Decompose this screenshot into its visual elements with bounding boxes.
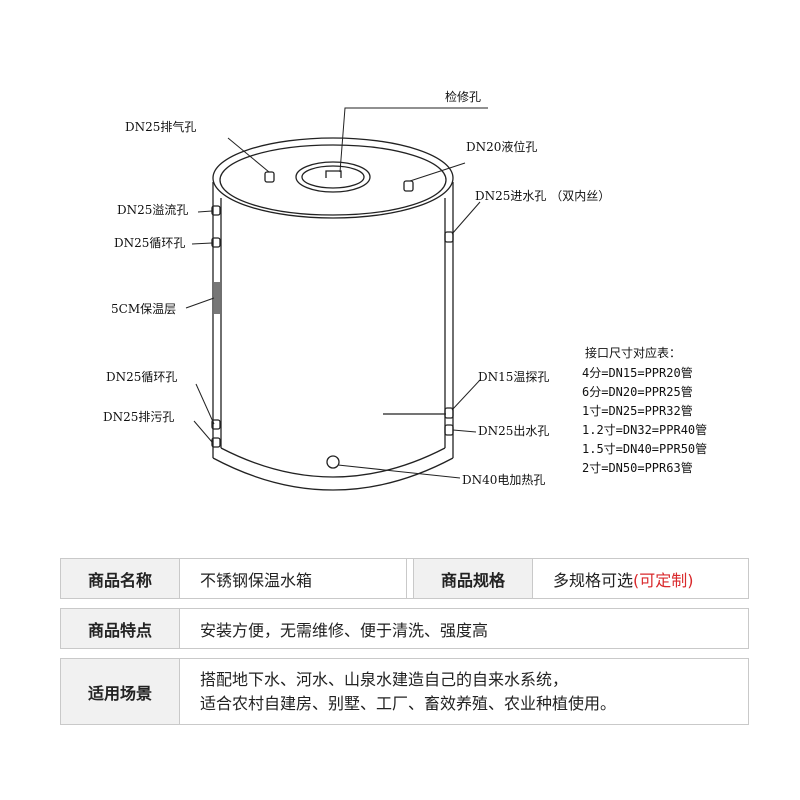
product-name-value: 不锈钢保温水箱: [200, 570, 313, 590]
product-spec-label: 商品规格: [414, 559, 533, 598]
label-heater-hole: DN40电加热孔: [462, 473, 545, 487]
leader-drain: [193, 420, 213, 443]
leader-heater: [337, 464, 461, 479]
size-table: 接口尺寸对应表： 4分=DN15=PPR20管 6分=DN20=PPR25管 1…: [582, 345, 707, 475]
leader-level: [409, 162, 466, 182]
label-temp-probe-hole: DN15温探孔: [478, 370, 549, 384]
product-features-label: 商品特点: [61, 609, 180, 648]
temp-probe-fitting: [444, 407, 454, 419]
product-features-value: 安装方便，无需维修、便于清洗、强度高: [200, 620, 489, 640]
drain-fitting: [211, 437, 221, 448]
vent-fitting: [264, 171, 275, 183]
spec-row-scenarios: 适用场景 搭配地下水、河水、山泉水建造自己的自来水系统， 适合农村自建房、别墅、…: [60, 658, 749, 725]
manhole-outer: [295, 161, 371, 193]
insulation-marker: [214, 282, 220, 314]
level-fitting: [403, 180, 414, 192]
label-outlet-hole: DN25出水孔: [478, 424, 549, 438]
leader-temp-probe: [451, 379, 481, 411]
water-tank-diagram: 检修孔 DN25排气孔 DN20液位孔 DN25溢流孔 DN25进水孔 （双内丝…: [103, 89, 707, 491]
size-table-row: 4分=DN15=PPR20管: [582, 365, 693, 380]
usage-scenario-line: 搭配地下水、河水、山泉水建造自己的自来水系统，: [200, 669, 569, 689]
label-vent-hole: DN25排气孔: [125, 119, 196, 134]
label-level-hole: DN20液位孔: [466, 139, 537, 154]
leader-insulation: [185, 297, 215, 309]
product-spec-value: 多规格可选(可定制): [533, 559, 748, 598]
label-inspection-hole: 检修孔: [445, 89, 481, 104]
heater-fitting: [326, 455, 340, 469]
usage-scenario-label: 适用场景: [61, 659, 180, 724]
leader-vent: [227, 137, 270, 173]
size-table-row: 1.2寸=DN32=PPR40管: [582, 422, 707, 437]
leader-inspection: [339, 107, 488, 173]
leader-inlet: [451, 201, 481, 235]
tank-bottom-outer: [212, 457, 454, 491]
leader-circulation-bottom: [195, 383, 215, 425]
label-overflow-hole: DN25溢流孔: [117, 203, 188, 217]
size-table-row: 1寸=DN25=PPR32管: [582, 403, 693, 418]
size-table-row: 1.5寸=DN40=PPR50管: [582, 441, 707, 456]
label-circulation-hole-top: DN25循环孔: [114, 236, 185, 250]
label-insulation-layer: 5CM保温层: [111, 302, 176, 316]
tank-bottom-inner: [220, 447, 446, 478]
spec-row-features: 商品特点 安装方便，无需维修、便于清洗、强度高: [60, 608, 749, 649]
inlet-fitting: [444, 231, 454, 243]
label-inlet-hole: DN25进水孔 （双内丝）: [475, 189, 610, 203]
spec-row-name-spec: 商品名称 不锈钢保温水箱 商品规格 多规格可选(可定制): [60, 558, 749, 599]
product-spec-main: 多规格可选: [553, 570, 634, 590]
tank-top-outer: [212, 137, 454, 219]
leader-overflow: [197, 210, 213, 213]
usage-scenario-value: 搭配地下水、河水、山泉水建造自己的自来水系统， 适合农村自建房、别墅、工厂、畜效…: [180, 659, 748, 724]
product-spec-customizable: (可定制): [633, 570, 694, 590]
manhole-handle: [325, 170, 342, 178]
cell-divider: [406, 559, 414, 598]
tank-top-inner: [219, 144, 447, 216]
size-table-row: 2寸=DN50=PPR63管: [582, 460, 693, 475]
label-drain-hole: DN25排污孔: [103, 410, 174, 424]
label-circulation-hole-bottom: DN25循环孔: [106, 370, 177, 384]
circulation-bottom-fitting: [211, 419, 221, 430]
size-table-row: 6分=DN20=PPR25管: [582, 384, 693, 399]
usage-scenario-line: 适合农村自建房、别墅、工厂、畜效养殖、农业种植使用。: [200, 693, 617, 713]
leader-circulation-top: [191, 242, 213, 245]
manhole-inner: [301, 165, 365, 189]
product-name-label: 商品名称: [61, 559, 180, 598]
overflow-fitting: [211, 205, 221, 216]
circulation-top-fitting: [211, 237, 221, 248]
outlet-fitting: [444, 424, 454, 436]
leader-outlet: [452, 429, 477, 433]
size-table-title: 接口尺寸对应表：: [585, 345, 681, 360]
